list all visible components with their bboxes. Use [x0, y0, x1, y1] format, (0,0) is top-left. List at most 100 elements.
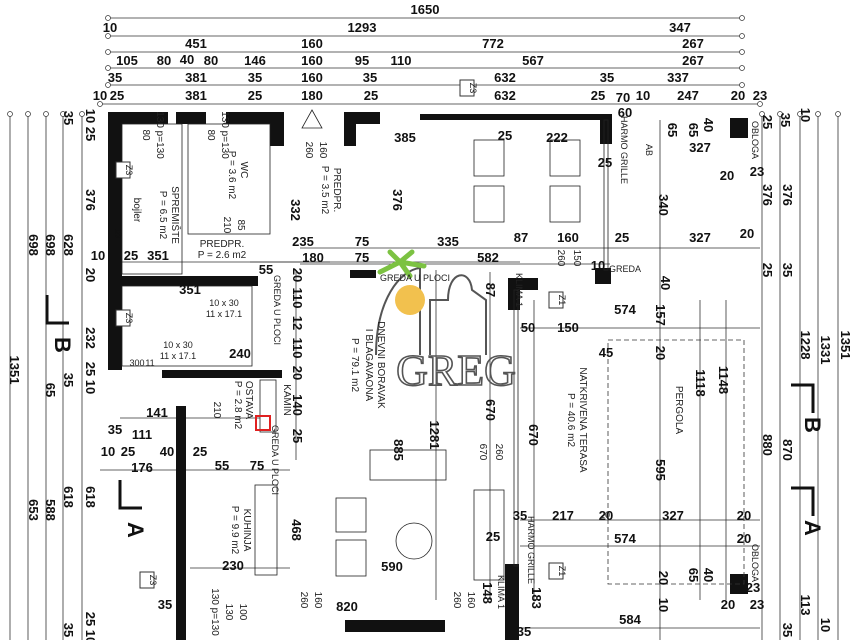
- dimension-label: 1331: [818, 336, 833, 365]
- dimension-label: 35: [780, 623, 795, 637]
- dimension-label: 632: [494, 88, 516, 103]
- logo-arch: [375, 266, 421, 356]
- fireplace: [259, 379, 277, 433]
- z3-tag: [459, 79, 475, 97]
- dimension-label: 267: [682, 53, 704, 68]
- dimension-label: 20: [737, 508, 751, 523]
- dimension-node: [739, 65, 745, 71]
- room-name: KUHINJA: [241, 509, 252, 552]
- dimension-node: [777, 111, 783, 117]
- dimension-label: 260: [298, 592, 309, 609]
- dimension-label: 35: [248, 70, 262, 85]
- dimension-label: 260: [303, 142, 314, 159]
- dimension-label: 25: [591, 88, 605, 103]
- dimension-label: 60: [618, 105, 632, 120]
- dimension-label: 40: [701, 118, 716, 132]
- dimension-node: [105, 82, 111, 88]
- dimension-label: 50: [521, 320, 535, 335]
- section-mark-label: A: [123, 522, 148, 538]
- dimension-label: 820: [336, 599, 358, 614]
- dimension-label: 23: [750, 597, 764, 612]
- dimension-label: 588: [43, 499, 58, 521]
- dimension-node: [105, 65, 111, 71]
- dimension-label: 1228: [798, 331, 813, 360]
- dimension-label: 75: [355, 234, 369, 249]
- z1-tag-label: Z1: [557, 295, 567, 306]
- dimension-label: 65: [43, 383, 58, 397]
- greda-label: GREDA U PLOCI: [270, 425, 280, 495]
- pergola-label: PERGOLA: [673, 386, 684, 435]
- dimension-label: 25: [760, 115, 775, 129]
- dimension-label: 376: [760, 184, 775, 206]
- dimension-node: [739, 33, 745, 39]
- dimension-label: 20: [600, 510, 610, 520]
- dimension-label: 10: [103, 20, 117, 35]
- dimension-label: 618: [61, 486, 76, 508]
- storage-room-outline: [121, 123, 183, 275]
- dimension-label: 260: [555, 250, 566, 267]
- dimension-label: 55: [259, 262, 273, 277]
- dimension-label: 176: [131, 460, 153, 475]
- dimension-label: 653: [26, 499, 41, 521]
- armchair: [335, 539, 367, 577]
- dimension-label: 20: [737, 531, 751, 546]
- dimension-node: [815, 111, 821, 117]
- dimension-label: 247: [677, 88, 699, 103]
- z1-tag: [548, 562, 564, 580]
- dimension-label: 10: [798, 108, 813, 122]
- dimension-label: 327: [689, 140, 711, 155]
- column: [595, 268, 611, 284]
- dimension-label: 25: [615, 230, 629, 245]
- dimension-label: 10 25: [83, 109, 98, 142]
- dimension-label: 260: [451, 592, 462, 609]
- dimension-label: 670: [483, 399, 498, 421]
- dimension-node: [25, 111, 31, 117]
- dimension-label: 87: [483, 283, 498, 297]
- klima-label: KLIMA 1: [514, 273, 524, 307]
- wall: [176, 112, 206, 124]
- room-area: P = 40.6 m2: [565, 393, 576, 447]
- dimension-label: 130 p=130: [209, 588, 220, 636]
- armchair: [473, 139, 505, 177]
- dimension-label: 10: [101, 444, 115, 459]
- dimension-label: 160: [301, 70, 323, 85]
- dimension-label: 25: [110, 88, 124, 103]
- dimension-label: 1118: [693, 369, 708, 397]
- dimension-label: 772: [482, 36, 504, 51]
- z3-tag-label: Z3: [148, 575, 158, 586]
- dimension-label: 141: [146, 405, 168, 420]
- wall: [162, 370, 282, 378]
- dimension-label: 11 x 17.1: [206, 309, 242, 319]
- dimension-label: 35: [61, 111, 76, 125]
- dimension-label: 25: [193, 444, 207, 459]
- logo-sun-icon: [395, 285, 425, 315]
- logo-building: [429, 274, 487, 355]
- dimension-label: 10: [818, 618, 833, 632]
- room-area: P = 79.1 m2: [349, 338, 360, 392]
- dimension-label: 880: [760, 434, 775, 456]
- dimension-label: 20: [721, 597, 735, 612]
- wall: [420, 114, 612, 120]
- dimension-node: [60, 111, 66, 117]
- wc-outline: [187, 123, 271, 235]
- dimension-label: 35: [513, 508, 527, 523]
- dimension-label: 582: [477, 250, 499, 265]
- dimension-label: 160: [317, 142, 328, 159]
- dimension-label: 230: [222, 558, 244, 573]
- dimension-label: 20: [656, 571, 671, 585]
- dimension-label: 35: [108, 422, 122, 437]
- greda-label: GREDA: [609, 264, 641, 274]
- dimension-label: 381: [185, 70, 207, 85]
- dimension-label: 35: [778, 113, 793, 127]
- dimension-label: 110: [391, 53, 412, 68]
- wall: [176, 406, 186, 640]
- dimension-label: 11: [145, 358, 154, 368]
- dimension-label: 80: [157, 53, 171, 68]
- dimension-label: 468: [289, 519, 304, 541]
- dimension-node: [105, 49, 111, 55]
- dimension-label: 351: [147, 248, 169, 263]
- room-name: PREDPR.: [331, 168, 342, 212]
- dimension-label: 232: [83, 327, 98, 349]
- ab-label: AB: [644, 144, 654, 156]
